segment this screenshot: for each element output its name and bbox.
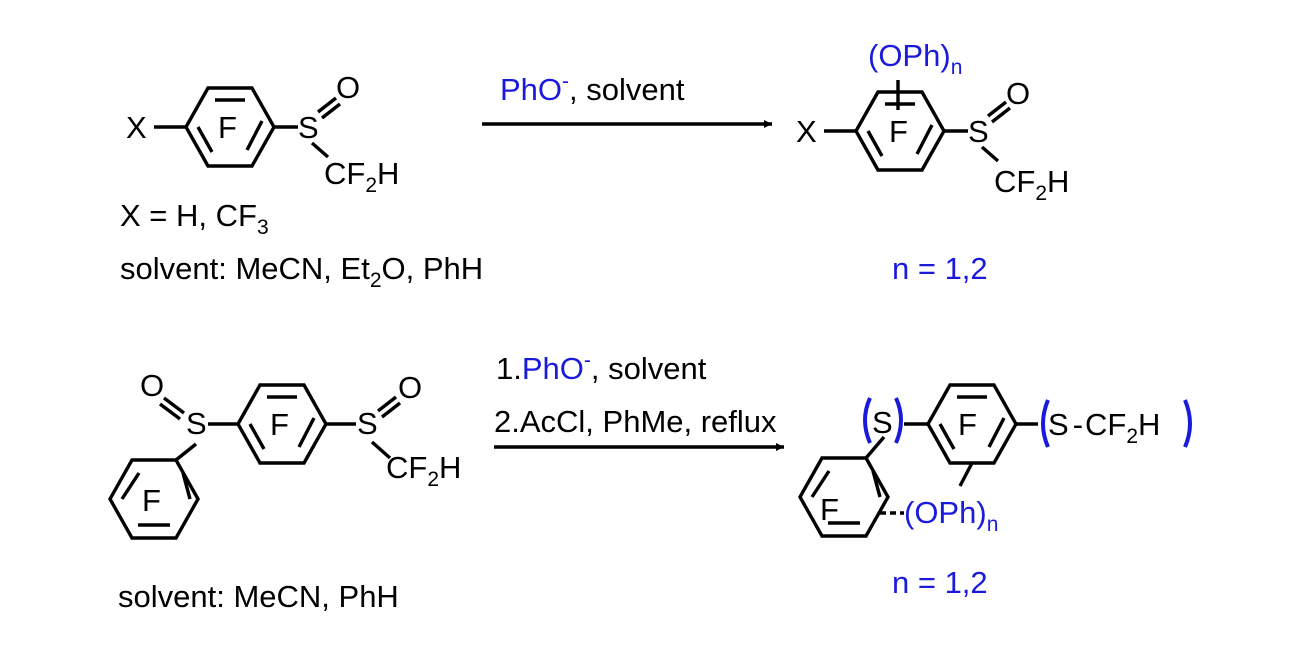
- r2-product-s-cf2h-label: S-CF2H: [1048, 407, 1160, 448]
- r2-ring-inner-bond: [297, 417, 316, 448]
- r2-product-phenyl-inner-bond: [871, 470, 882, 498]
- r2-sulfur-left-label: S: [186, 406, 207, 441]
- r2-ring-inner-bond: [248, 423, 266, 450]
- r2-phenyl-f-label: F: [142, 483, 161, 518]
- r2-so-left-bond: [162, 396, 186, 415]
- r1-x-definition: X = H, CF3: [120, 198, 269, 239]
- r1-so-bond: [316, 96, 338, 114]
- r1-conditions: PhO-, solvent: [500, 70, 685, 107]
- r2-product-sulfur-link-label: S: [872, 405, 893, 440]
- r1-product-ring-f-label: F: [889, 114, 908, 149]
- r1-product-oxygen-label: O: [1006, 76, 1030, 111]
- r1-ring-f-label: F: [218, 110, 237, 145]
- r2-product: S F S-CF2H (OPh)n F: [798, 383, 1192, 538]
- r1-product-so-bond: [986, 100, 1008, 118]
- r1-starting-material: X F S O CF2H: [126, 70, 399, 197]
- r2-product-oph-bond: [958, 462, 974, 487]
- r2-product-ring-inner-bond: [987, 417, 1006, 448]
- r1-ring-inner-bond: [196, 126, 214, 153]
- r2-solvent-list: solvent: MeCN, PhH: [118, 579, 399, 614]
- r2-product-oph-label: (OPh)n: [904, 495, 998, 536]
- r1-product-ring-inner-bond: [866, 130, 884, 157]
- r1-product-s-c-bond: [980, 145, 1000, 163]
- r2-starting-material: O S F S O CF2H F: [108, 368, 461, 540]
- r1-oxygen-label: O: [336, 70, 360, 105]
- r1-product-so-bond-2: [990, 106, 1012, 124]
- r2-phenyl-inner-bond: [120, 472, 141, 500]
- r2-cf2h-label: CF2H: [386, 450, 461, 491]
- r1-x-label: X: [126, 110, 147, 145]
- r2-sulfur-right-label: S: [357, 406, 378, 441]
- r2-product-central-ring-f-label: F: [958, 407, 977, 442]
- r2-oxygen-left-label: O: [140, 368, 164, 403]
- r2-step1-conditions: 1.PhO-, solvent: [496, 349, 707, 386]
- r2-product-s-phenyl-bond: [864, 435, 886, 460]
- r1-product: (OPh)n X F S O CF2H: [796, 38, 1069, 205]
- r1-ring-inner-bond: [245, 120, 264, 151]
- r2-so-right-bond: [376, 395, 398, 413]
- r2-product-right-paren-close: [1183, 399, 1192, 448]
- r2-product-phenyl-ring: [798, 456, 890, 538]
- r1-product-x-label: X: [796, 114, 817, 149]
- r2-s-c-bond: [370, 440, 392, 460]
- r2-s-phenyl-bond: [174, 442, 198, 462]
- r1-solvent-list: solvent: MeCN, Et2O, PhH: [120, 251, 483, 292]
- r2-step2-conditions: 2.AcCl, PhMe, reflux: [494, 404, 777, 439]
- r2-central-ring-f-label: F: [270, 407, 289, 442]
- r2-phenyl-inner-bond: [181, 472, 192, 500]
- r1-product-oph-label: (OPh)n: [868, 38, 962, 79]
- r2-phenyl-ring: [108, 458, 200, 540]
- r2-so-left-bond-2: [158, 402, 182, 421]
- r1-s-c-bond: [310, 141, 330, 159]
- r2-n-values: n = 1,2: [892, 565, 988, 600]
- r1-sulfur-label: S: [298, 110, 319, 145]
- r1-product-ring-inner-bond: [915, 124, 934, 155]
- r1-n-values: n = 1,2: [892, 251, 988, 286]
- r2-product-right-paren-open: [1041, 399, 1050, 448]
- r2-product-left-paren-close: [894, 397, 903, 444]
- r2-oxygen-right-label: O: [398, 370, 422, 405]
- r2-product-phenyl-f-label: F: [820, 492, 839, 527]
- r2-product-left-paren-open: [863, 397, 872, 444]
- r1-cf2h-label: CF2H: [324, 156, 399, 197]
- r1-so-bond-2: [320, 102, 342, 120]
- r1-product-sulfur-label: S: [968, 114, 989, 149]
- r2-product-ring-inner-bond: [938, 423, 956, 450]
- r2-product-phenyl-inner-bond: [810, 470, 831, 498]
- r1-product-cf2h-label: CF2H: [994, 164, 1069, 205]
- r2-so-right-bond-2: [380, 401, 402, 419]
